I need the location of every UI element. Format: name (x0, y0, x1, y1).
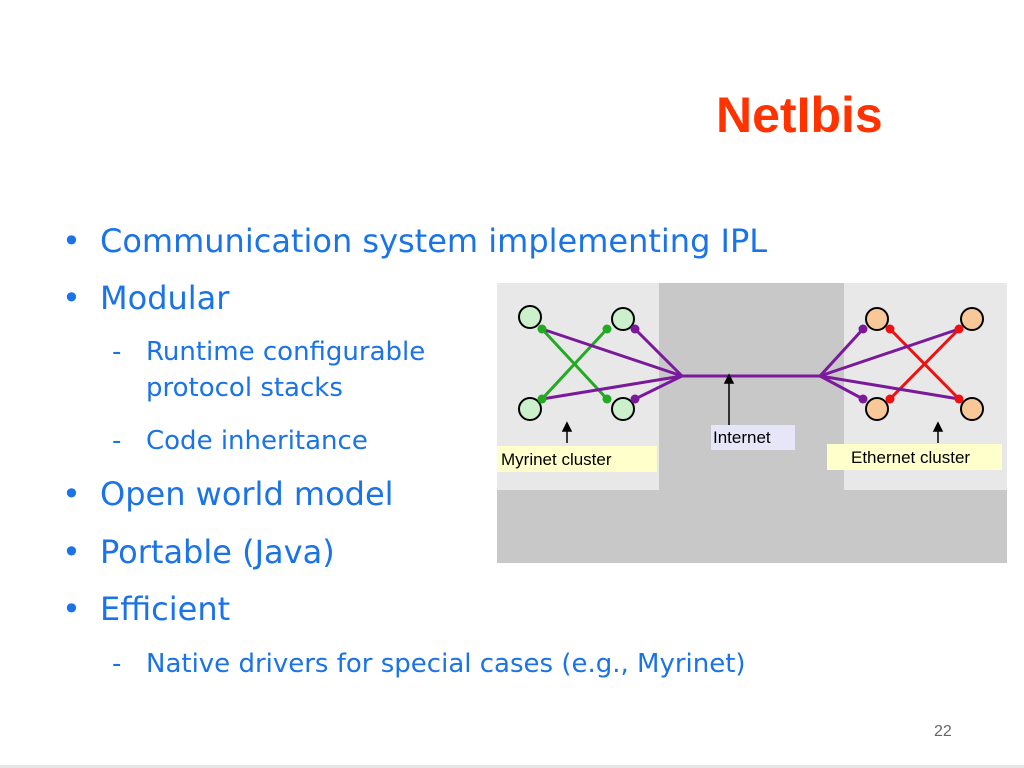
ethernet-label-box (827, 444, 1002, 470)
myrinet-port (537, 324, 547, 334)
wan-link (819, 374, 864, 401)
bullet-marker: • (62, 475, 81, 513)
ethernet-node (865, 397, 889, 421)
myrinet-node (611, 307, 635, 331)
page-number: 22 (934, 723, 952, 740)
ethernet-node (960, 397, 984, 421)
bullet-text: Portable (Java) (100, 533, 335, 571)
sub-bullet-text-continued: protocol stacks (146, 373, 343, 403)
wan-link (541, 374, 683, 401)
arrow-icon (723, 373, 735, 425)
footer-divider (0, 765, 1024, 768)
sub-bullet-item: -Runtime configurable protocol stacks (112, 334, 425, 406)
internet-label-box (711, 425, 795, 450)
network-diagram: Myrinet cluster Internet Ethernet cluste… (497, 283, 1007, 563)
dash-marker: - (112, 337, 122, 367)
wan-link (819, 327, 960, 378)
ethernet-cluster-label: Ethernet cluster (851, 448, 971, 467)
bullet-marker: • (62, 279, 81, 317)
sub-bullet-text: Code inheritance (146, 426, 368, 456)
ethernet-port (885, 394, 895, 404)
bullet-text: Efficient (100, 590, 231, 628)
sub-bullet-text: Native drivers for special cases (e.g., … (146, 649, 746, 679)
bullet-item: • Efficient (62, 590, 230, 628)
slide-title: NetIbis (716, 87, 883, 143)
myrinet-port (537, 394, 547, 404)
bullet-item: • Modular (62, 279, 229, 317)
bullet-item: • Portable (Java) (62, 533, 335, 571)
bullet-marker: • (62, 590, 81, 628)
bullet-item: • Communication system implementing IPL (62, 222, 767, 260)
ethernet-port (954, 394, 964, 404)
ethernet-port (954, 324, 964, 334)
bullet-text: Communication system implementing IPL (100, 222, 768, 260)
myrinet-label-box (497, 446, 657, 472)
myrinet-node (518, 397, 542, 421)
internet-label: Internet (713, 428, 771, 447)
sub-bullet-text: Runtime configurable (146, 337, 426, 367)
myrinet-node (518, 305, 542, 329)
dash-marker: - (112, 426, 122, 456)
sub-bullet-item: -Code inheritance (112, 423, 368, 459)
dash-marker: - (112, 649, 122, 679)
wan-port (630, 324, 640, 334)
myrinet-node (611, 397, 635, 421)
ethernet-link (888, 327, 961, 401)
ethernet-node (960, 307, 984, 331)
wan-link (634, 374, 683, 401)
bullet-text: Modular (100, 279, 230, 317)
sub-bullet-item: -Native drivers for special cases (e.g.,… (112, 646, 746, 682)
network-diagram-svg (497, 283, 1007, 563)
arrow-icon (561, 421, 573, 443)
wan-port (630, 394, 640, 404)
bullet-text: Open world model (100, 475, 394, 513)
wan-link (633, 327, 684, 378)
myrinet-port (602, 324, 612, 334)
myrinet-link (540, 327, 609, 401)
wan-link (818, 327, 865, 378)
ethernet-port (885, 324, 895, 334)
ethernet-node (865, 307, 889, 331)
bullet-marker: • (62, 222, 81, 260)
arrow-icon (932, 421, 944, 443)
bullet-item: • Open world model (62, 475, 394, 513)
wan-port (858, 394, 868, 404)
wan-link (541, 327, 683, 378)
bullet-marker: • (62, 533, 81, 571)
wan-port (858, 324, 868, 334)
myrinet-port (602, 394, 612, 404)
myrinet-cluster-label: Myrinet cluster (501, 450, 612, 469)
wan-link (819, 374, 960, 401)
